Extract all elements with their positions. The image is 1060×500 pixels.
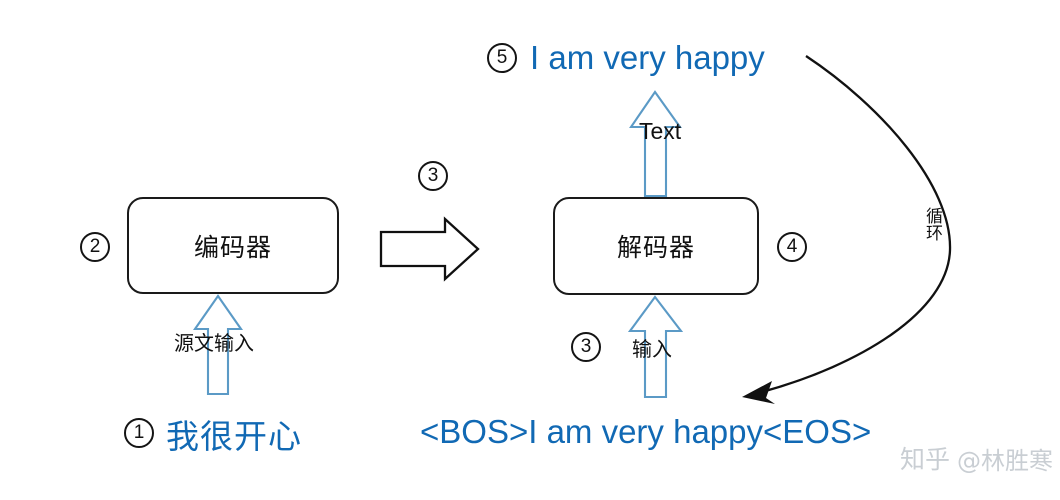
source-sentence: 我很开心 <box>166 417 302 456</box>
loop-arrow-icon <box>742 55 952 404</box>
output-sentence: I am very happy <box>530 39 765 76</box>
step-number-1: 1 <box>124 418 154 448</box>
step-number-4: 4 <box>777 232 807 262</box>
loop-label: 循 环 <box>926 209 943 242</box>
source-input-label: 源文输入 <box>174 331 254 355</box>
decoder-feed-sentence: <BOS>I am very happy<EOS> <box>420 413 872 450</box>
watermark-username: @林胜寒 <box>957 446 1054 475</box>
encoder-to-decoder-arrow-icon <box>379 216 480 282</box>
decoder-box-label: 解码器 <box>616 233 695 262</box>
step-number-3-decoder-input-label: 3 <box>580 336 592 357</box>
decoder-box[interactable]: 解码器 <box>553 197 759 295</box>
step-number-3-decoder-input: 3 <box>571 332 601 362</box>
watermark: 知乎 @林胜寒 <box>900 440 1053 476</box>
loop-label-char-2: 环 <box>926 223 943 244</box>
decoder-input-arrow-icon <box>627 295 684 399</box>
step-number-2: 2 <box>80 232 110 262</box>
encoder-box-label: 编码器 <box>193 232 272 262</box>
text-output-label: Text <box>639 118 682 144</box>
step-number-3-transfer: 3 <box>418 161 448 191</box>
loop-label-char-1: 循 <box>926 207 943 227</box>
step-number-2-label: 2 <box>89 236 101 257</box>
decoder-input-label: 输入 <box>632 337 672 361</box>
watermark-logo: 知乎 <box>900 445 951 474</box>
step-number-3-transfer-label: 3 <box>427 165 439 186</box>
text-output-arrow-icon <box>629 90 683 198</box>
step-number-5: 5 <box>487 43 517 73</box>
encoder-box[interactable]: 编码器 <box>127 197 339 294</box>
step-number-5-label: 5 <box>496 47 508 68</box>
step-number-4-label: 4 <box>786 236 798 257</box>
source-input-arrow-icon <box>192 294 244 396</box>
step-number-1-label: 1 <box>133 422 145 443</box>
